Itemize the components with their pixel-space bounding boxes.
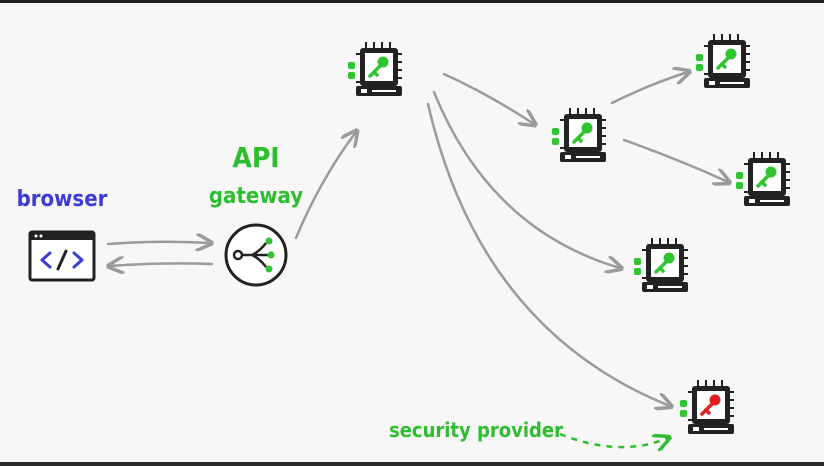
arrow-gateway-to-service: [294, 132, 356, 240]
arrows: [108, 72, 728, 406]
service-node-b: [694, 32, 752, 90]
security-provider-node: [678, 378, 736, 436]
service-node-d: [632, 236, 690, 294]
arrow-browser-to-gateway: [106, 242, 210, 244]
arrow-service-to-node-d: [432, 90, 620, 268]
code-window-icon: [28, 230, 96, 282]
arrow-service-to-node-a: [442, 72, 534, 124]
gateway-branch-icon: [224, 223, 288, 287]
browser-label: browser: [17, 187, 108, 212]
bottom-edge: [0, 462, 824, 466]
arrow-node-a-to-node-b: [610, 72, 688, 105]
security-provider-label: security provider: [389, 418, 563, 442]
arrow-security-label-to-provider: [559, 432, 668, 447]
service-node-a: [550, 106, 608, 164]
service-node-c: [734, 150, 792, 208]
arrow-node-a-to-node-c: [622, 138, 728, 182]
api-gateway-label-line2: gateway: [209, 184, 303, 209]
service-node-main: [346, 40, 404, 98]
top-edge: [0, 0, 824, 3]
api-gateway-label-line1: API: [232, 141, 279, 174]
arrow-service-to-security: [426, 102, 670, 406]
arrow-gateway-to-browser: [110, 263, 214, 266]
